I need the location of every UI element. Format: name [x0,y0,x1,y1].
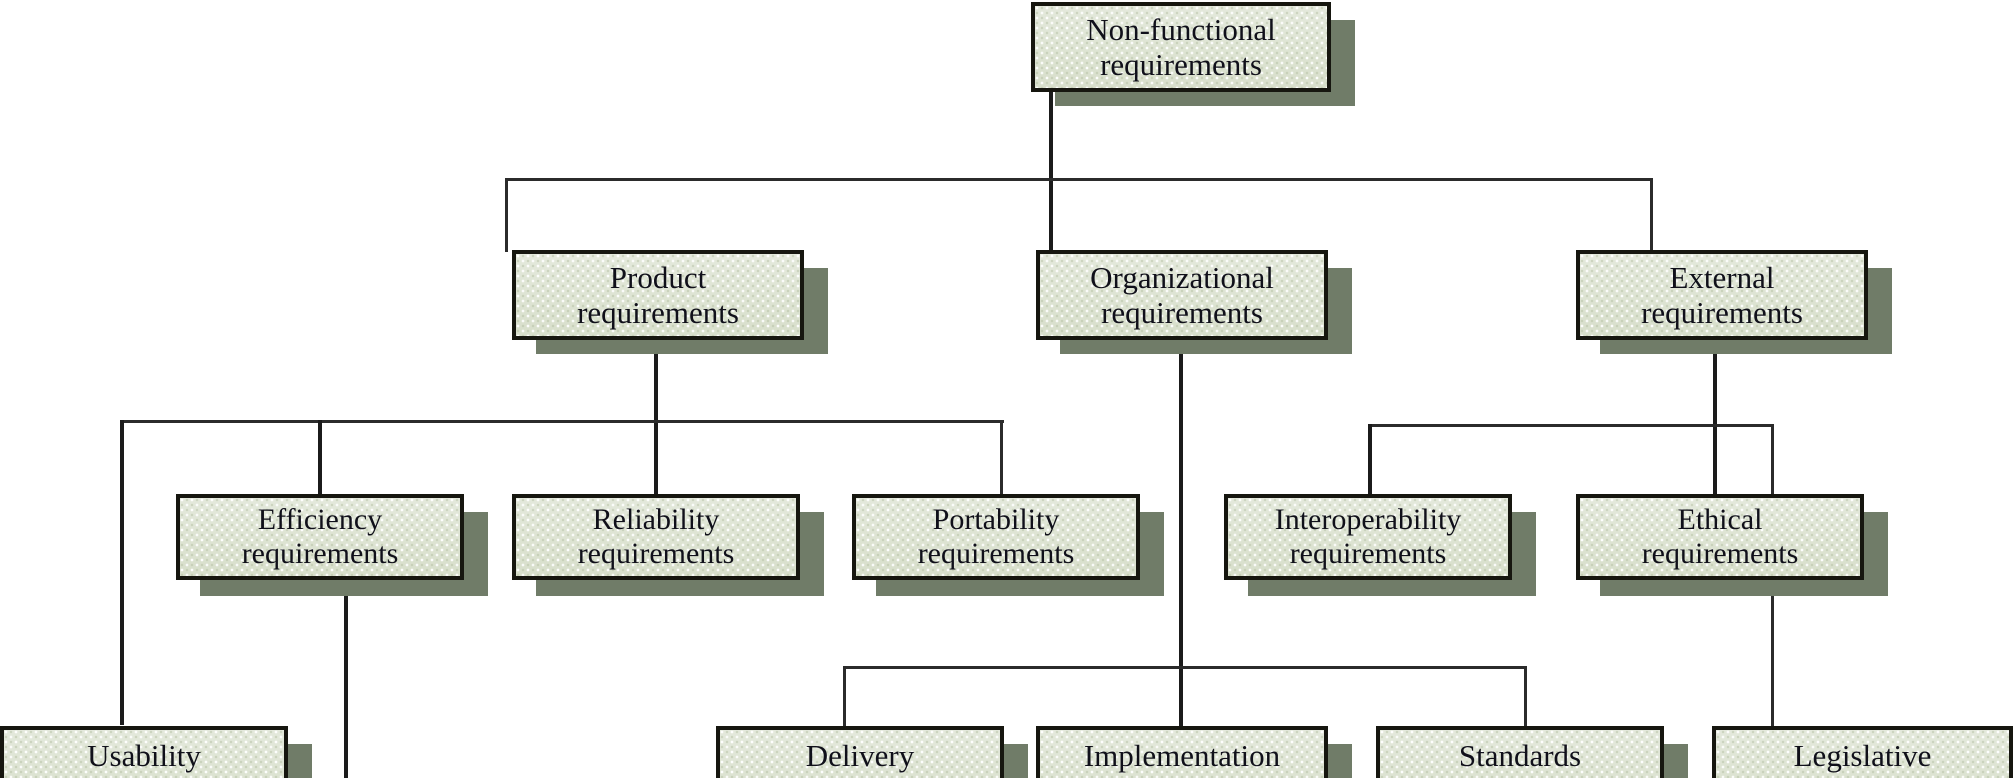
edge-root-stem [1049,92,1053,250]
edge-bus-to-external [1650,178,1653,252]
edge-external-bus [1368,424,1774,427]
edge-external-stem [1713,286,1717,494]
node-standards[interactable]: Standards [1376,726,1664,778]
node-label-line1: Legislative [1793,738,1932,773]
node-label-line2: requirements [1641,295,1803,330]
node-label-line2: requirements [1641,537,1799,570]
node-label-line1: Organizational [1090,259,1274,295]
node-external-requirements[interactable]: External requirements [1576,250,1868,340]
node-usability[interactable]: Usability [0,726,288,778]
node-label-line2: requirements [577,537,735,570]
node-label-line1: Ethical [1677,503,1763,537]
node-implementation[interactable]: Implementation [1036,726,1328,778]
edge-org-bus-to-delivery [843,666,846,728]
edge-efficiency-stem-down [344,592,348,778]
node-label-line1: Delivery [805,738,915,773]
edge-organizational-stem [1179,286,1183,728]
node-efficiency-requirements[interactable]: Efficiency requirements [176,494,464,580]
node-organizational-requirements[interactable]: Organizational requirements [1036,250,1328,340]
node-label-line1: Usability [87,738,201,773]
node-portability-requirements[interactable]: Portability requirements [852,494,1140,580]
edge-org-bus-to-standards [1524,666,1527,728]
node-interoperability-requirements[interactable]: Interoperability requirements [1224,494,1512,580]
edge-tier2-bus [505,178,1653,181]
node-ethical-requirements[interactable]: Ethical requirements [1576,494,1864,580]
edge-bus-to-product [505,178,508,252]
edge-external-bus-to-interoperability [1368,424,1372,494]
node-label-line1: Non-functional [1086,11,1276,47]
node-reliability-requirements[interactable]: Reliability requirements [512,494,800,580]
node-product-requirements[interactable]: Product requirements [512,250,804,340]
edge-product-bus-to-portability [1000,420,1003,494]
node-label-line2: requirements [1101,295,1263,330]
node-label-line1: Product [609,259,707,295]
node-delivery[interactable]: Delivery [716,726,1004,778]
node-label-line1: Reliability [592,503,720,537]
node-label-line1: Portability [932,503,1060,537]
node-non-functional-requirements[interactable]: Non-functional requirements [1031,2,1331,92]
node-legislative[interactable]: Legislative [1712,726,2013,778]
edge-product-stem [654,286,658,494]
edge-product-bus-to-efficiency [318,420,322,494]
node-label-line1: Implementation [1083,738,1281,773]
edge-product-bus-to-usability [120,420,124,725]
node-label-line2: requirements [1289,537,1447,570]
node-label-line1: Efficiency [257,503,383,537]
node-label-line1: Interoperability [1274,503,1462,537]
node-label-line2: requirements [1100,47,1262,82]
node-label-line1: External [1669,259,1775,295]
node-label-line2: requirements [577,295,739,330]
edge-organizational-bus [843,666,1527,669]
node-label-line1: Standards [1458,738,1582,773]
node-label-line2: requirements [917,537,1075,570]
edge-product-bus [120,420,1004,423]
node-label-line2: requirements [241,537,399,570]
